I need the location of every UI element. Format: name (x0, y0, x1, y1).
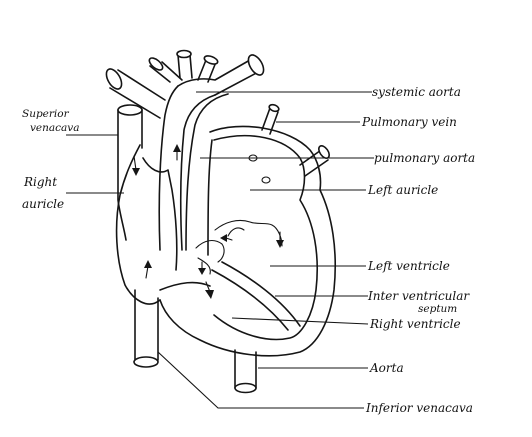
arrow-aorta-head (173, 144, 181, 152)
aorta-branch-3 (197, 59, 217, 83)
aorta-arch-bottom (214, 69, 263, 96)
ivc-opening (133, 356, 159, 368)
pulmonary-vein-hole-2 (261, 176, 271, 184)
aorta-right-branch-opening (247, 54, 265, 76)
blood-flow-arrows (132, 144, 284, 299)
right-ventricle-inner (159, 281, 211, 291)
arrow-la-head (220, 234, 227, 242)
pulmonary-vein-top-opening (268, 103, 280, 113)
aorta-left-branch-top (117, 69, 166, 101)
aorta-branch-1 (149, 61, 183, 83)
heart-inner-wall (213, 134, 319, 341)
arrow-lv-head (276, 240, 284, 248)
arrow-ra-head (198, 268, 206, 275)
tricuspid-valve (195, 239, 225, 263)
aorta-trunk-right (179, 94, 216, 251)
inferior-venacava-vessel (133, 289, 159, 368)
label-left-auricle: Left auricle (367, 183, 438, 197)
aorta-arch-top (177, 59, 251, 87)
label-right-auricle-2: auricle (22, 197, 64, 211)
label-pulmonary-vein: Pulmonary vein (361, 115, 457, 129)
label-inferior-venacava: Inferior venacava (365, 401, 473, 415)
heart-valves (195, 219, 283, 275)
arrow-svc-head (132, 168, 140, 176)
arrow-svc-shaft (133, 155, 137, 171)
aorta-left-branch-bottom (109, 87, 161, 119)
arrow-rv-head (205, 290, 214, 299)
pulmonary-vein-top (261, 107, 279, 135)
label-interventricular-septum-2: septum (418, 303, 457, 315)
systemic-aorta-arch (105, 49, 265, 251)
heart-outline (115, 125, 337, 357)
label-pulmonary-aorta: pulmonary aorta (374, 151, 475, 165)
septum-right-edge (221, 261, 301, 327)
label-interventricular-septum-1: Inter ventricular (367, 289, 470, 303)
heart-outer-wall (159, 125, 337, 357)
label-systemic-aorta: systemic aorta (372, 85, 461, 99)
label-superior-venacava-1: Superior (22, 108, 70, 120)
aorta-opening (234, 382, 257, 394)
label-right-auricle-1: Right (23, 175, 57, 189)
bicuspid-valve-cusp (227, 227, 245, 237)
bicuspid-valve (214, 219, 283, 247)
descending-aorta-vessel (234, 349, 257, 394)
septum-left-edge (211, 269, 289, 331)
svc-left-wall (117, 109, 127, 241)
label-superior-venacava-2: venacava (30, 122, 80, 134)
label-left-ventricle: Left ventricle (367, 259, 450, 273)
arrow-right-auricle-head (144, 260, 152, 268)
label-aorta: Aorta (369, 361, 404, 375)
aorta-branch-2 (177, 54, 193, 79)
aorta-trunk-left (158, 85, 179, 251)
superior-venacava-vessel (117, 104, 143, 241)
pulmonary-aorta-left (185, 93, 229, 251)
aorta-branch-1-opening (148, 57, 164, 71)
right-auricle-inner (142, 157, 178, 271)
pulmonary-veins (248, 103, 330, 184)
diagram-labels: Superior venacava Right auricle systemic… (22, 85, 475, 415)
interventricular-septum (159, 261, 301, 331)
leader-right-ventricle (231, 317, 369, 325)
right-heart-wall (115, 144, 161, 305)
aorta-left-branch-opening (105, 68, 123, 90)
pulmonary-aorta-vessel (185, 93, 229, 256)
aorta-branch-2-opening (176, 49, 192, 59)
tricuspid-valve-2 (197, 257, 211, 275)
aorta-branch-3-opening (203, 55, 219, 65)
pulmonary-aorta-right (207, 139, 213, 256)
leader-inferior-venacava (157, 351, 364, 409)
label-right-ventricle: Right ventricle (369, 317, 461, 331)
leader-lines (66, 91, 374, 409)
svc-opening (117, 104, 143, 116)
